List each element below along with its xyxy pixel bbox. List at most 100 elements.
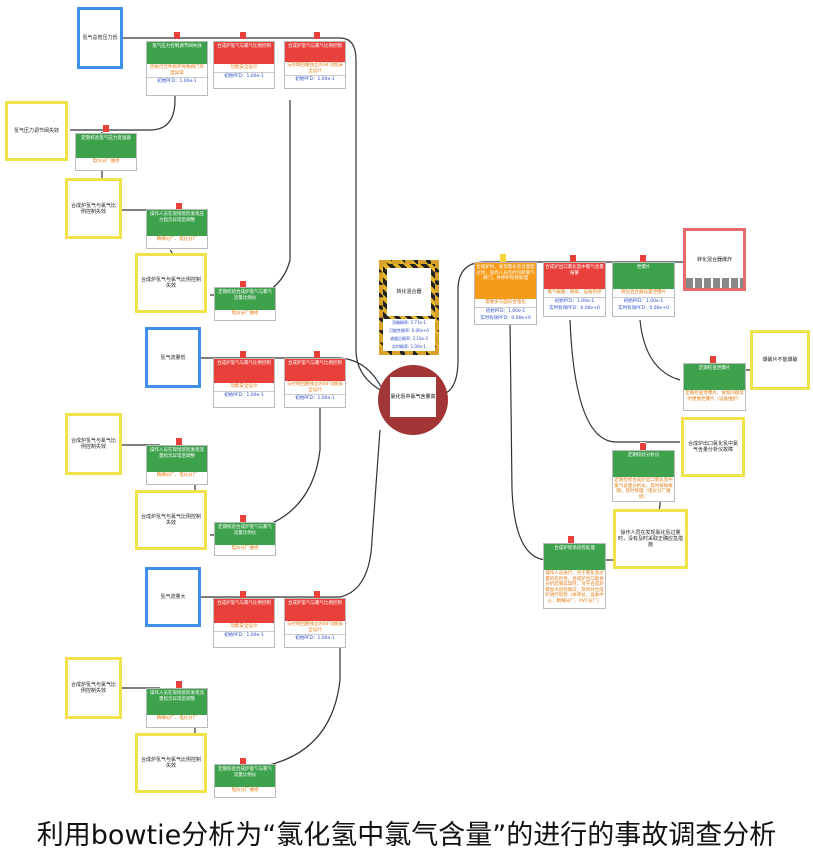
factor-5[interactable]: 合成炉氢气与氯气比例控制失效 [135,490,207,550]
barrier-head: 定期校验分析仪 [613,451,674,477]
factor-label: 氢气压力调节阀失效 [13,128,59,134]
consequence-1[interactable]: 转化混合器爆炸 [683,228,746,291]
barrier-sub: 功能安全设计 [214,623,274,632]
barrier-flag [240,31,246,39]
barrier-b1[interactable]: 氢气压力控制调节阀失效 因执行元件损坏导致阀门开度异常 初始PFD：1.00e-… [146,41,208,96]
barrier-head: 定期校验合成炉氢气与氯气流量比例仪 [215,288,275,310]
barrier-b13[interactable]: 操作人员在现场巡检发现流量指示异常后调整 精细分厂、电仪分厂 [146,688,208,728]
consequence-2[interactable]: 爆破片不能爆破 [750,330,810,390]
barrier-pfd: 初始PFD：1.00e-1 [295,636,335,641]
threat-1[interactable]: 氢气总管压力低 [77,7,123,69]
barrier-b14[interactable]: 定期校验合成炉氢气与氯气流量比例仪 电仪分厂维修 [214,764,276,798]
barrier-b4[interactable]: 定期校验氢气压力变送器 电仪分厂维修 [75,133,137,171]
barrier-b10[interactable]: 定期校验合成炉氢气与氯气流量比例仪 电仪分厂维修 [214,522,276,556]
barrier-head: 合成炉氢气与氯气比例控制 [214,599,274,623]
barrier-head: 操作人员在现场巡检发现压力指示异常后调整 [147,210,207,236]
barrier-flag [570,254,576,262]
barrier-b5[interactable]: 操作人员在现场巡检发现压力指示异常后调整 精细分厂、电仪分厂 [146,209,208,249]
barrier-pfd: 初始PFD：1.00e-1 [623,298,664,304]
hazard-box[interactable]: 转化混合器 顶端概率: 2.71e-1 可能性概率: 0.00e+0 减缓后概率… [379,260,439,355]
barrier-sub: 电仪分厂维修 [231,546,259,551]
barrier-flag [240,514,246,522]
barrier-head: 合成炉出口氯化氢中氯气含量报警 [544,263,605,289]
barrier-flag [174,31,180,39]
factor-label: 合成炉氢气与氯气比例控制失效 [70,682,116,694]
factor-6[interactable]: 合成炉氢气与氯气比例控制失效 [65,657,122,719]
barrier-r1[interactable]: 合成炉时，发现氯化氢含量超过时，操作人员及时切断氯气阀门，并停炉检修处理 需要多… [474,262,537,325]
barrier-flag [640,442,646,450]
barrier-sub: 需要多方面综合强化 [475,299,536,308]
consequence-3[interactable]: 合成炉出口氯化氢中氯气含量分析仪故障 [681,417,745,477]
barrier-head: 定期检查泄爆片 [684,364,745,390]
barrier-head: 定期校验合成炉氢气与氯气流量比例仪 [215,765,275,787]
barrier-pfd: 初始PFD：1.00e-1 [554,298,595,304]
threat-2[interactable]: 氢气流量低 [145,327,201,388]
barrier-flag [176,680,182,688]
factor-label: 合成炉氢气与氯气比例控制失效 [70,438,116,450]
factor-7[interactable]: 合成炉氢气与氯气比例控制失效 [135,733,207,793]
factor-label: 操作人员在发现氯化氢过量时，没有及时采取正确应急措施 [618,530,684,548]
barrier-r3[interactable]: 泄爆片 转化混合器设置泄爆片 初始PFD：1.00e-1 实时有效PFD：0.0… [612,262,675,317]
barrier-r6[interactable]: 合成炉现场巡检处理 操作人员进行，对于氯化氢过量的危险性，合成炉出口取样分析结果… [543,543,606,609]
threat-3[interactable]: 氢气流量大 [145,567,201,627]
barrier-flag [240,757,246,765]
consequence-label: 合成炉出口氯化氢中氯气含量分析仪故障 [687,441,738,453]
barrier-sub: 定期检修合成炉出口氯化氢中氯气含量分析仪，及时排除故障，及时修理（电仪分厂维修） [614,478,673,500]
barrier-sub: 精细分厂、电仪分厂 [156,473,198,478]
hazard-row: 可能性概率: 0.00e+0 [389,328,429,333]
barrier-flag [314,590,320,598]
barrier-flag [710,355,716,363]
barrier-head: 操作人员在现场巡检发现流量指示异常后调整 [147,689,207,715]
consequence-label: 爆破片不能爆破 [762,357,798,363]
barrier-b9[interactable]: 操作人员在现场巡检发现流量指示异常后调整 精细分厂、电仪分厂 [146,445,208,485]
barrier-pfd: 初始PFD：1.00e-1 [224,73,264,79]
hazard-row: 实时概率: 1.00e-1 [392,344,426,349]
barrier-sub: 功能安全设计 [214,64,274,73]
barrier-flag [314,350,320,358]
hazard-row: 顶端概率: 2.71e-1 [392,320,426,325]
barrier-pfd: 初始PFD：1.00e-1 [295,77,335,82]
barrier-b6[interactable]: 定期校验合成炉氢气与氯气流量比例仪 电仪分厂维修 [214,287,276,321]
barrier-head: 合成炉氢气与氯气比例控制 [285,599,345,621]
top-event-inner: 氯化氢中氯气含量高 [390,377,436,417]
factor-label: 合成炉氢气与氯气比例控制失效 [140,514,201,526]
barrier-head: 氢气压力控制调节阀失效 [147,42,207,64]
factor-2[interactable]: 合成炉氢气与氯气比例控制失效 [65,178,122,239]
barrier-r2[interactable]: 合成炉出口氯化氢中氯气含量报警 氯气报警、联锁、设备检修 初始PFD：1.00e… [543,262,606,317]
factor-8[interactable]: 操作人员在发现氯化氢过量时，没有及时采取正确应急措施 [613,509,688,569]
threat-label: 氢气流量低 [160,354,186,361]
barrier-head: 合成炉氢气与氯气比例控制 [214,359,274,383]
barrier-b3[interactable]: 合成炉氢气与氯气比例控制 与控制回路独立的SIF功能安全设计 初始PFD：1.0… [284,41,346,89]
top-event[interactable]: 氯化氢中氯气含量高 [378,365,448,435]
consequence-label: 转化混合器爆炸 [696,256,732,263]
barrier-pfd: 初始PFD：1.00e-1 [485,308,526,314]
consequence-bar [686,278,743,288]
barrier-sub: 电仪分厂维修 [231,788,259,793]
barrier-b2[interactable]: 合成炉氢气与氯气比例控制 功能安全设计 初始PFD：1.00e-1 [213,41,275,89]
barrier-b8[interactable]: 合成炉氢气与氯气比例控制 与控制回路独立的SIF功能安全设计 初始PFD：1.0… [284,358,346,408]
factor-1[interactable]: 氢气压力调节阀失效 [5,101,68,161]
barrier-sub: 与控制回路独立的SIF功能安全设计 [285,62,345,76]
hazard-inner: 转化混合器 [387,268,431,316]
barrier-flag [103,124,109,132]
threat-label: 氢气总管压力低 [82,35,118,41]
barrier-r5[interactable]: 定期校验分析仪 定期检修合成炉出口氯化氢中氯气含量分析仪，及时排除故障，及时修理… [612,450,675,502]
barrier-b12[interactable]: 合成炉氢气与氯气比例控制 与控制回路独立的SIF功能安全设计 初始PFD：1.0… [284,598,346,648]
barrier-b11[interactable]: 合成炉氢气与氯气比例控制 功能安全设计 初始PFD：1.00e-1 [213,598,275,648]
barrier-r4[interactable]: 定期检查泄爆片 定期检查泄爆片，发现问题及时更换泄爆片（设备维护） [683,363,746,411]
barrier-head: 合成炉现场巡检处理 [544,544,605,570]
barrier-flag [240,350,246,358]
barrier-b7[interactable]: 合成炉氢气与氯气比例控制 功能安全设计 初始PFD：1.00e-1 [213,358,275,408]
barrier-pfd: 初始PFD：1.00e-1 [295,396,335,401]
bowtie-diagram: 氢气总管压力低 氢气流量低 氢气流量大 氢气压力调节阀失效 合成炉氢气与氯气比例… [5,7,810,798]
barrier-pfd: 实时有效PFD：0.00e+0 [618,306,669,311]
barrier-head: 定期校验合成炉氢气与氯气流量比例仪 [215,523,275,545]
factor-4[interactable]: 合成炉氢气与氯气比例控制失效 [65,413,122,475]
threat-label: 氢气流量大 [160,594,186,600]
barrier-pfd: 初始PFD：1.00e-1 [224,392,264,398]
factor-label: 合成炉氢气与氯气比例控制失效 [140,277,201,289]
factor-3[interactable]: 合成炉氢气与氯气比例控制失效 [135,253,207,313]
top-event-label: 氯化氢中氯气含量高 [390,394,436,400]
barrier-head: 泄爆片 [613,263,674,289]
barrier-flag [240,590,246,598]
